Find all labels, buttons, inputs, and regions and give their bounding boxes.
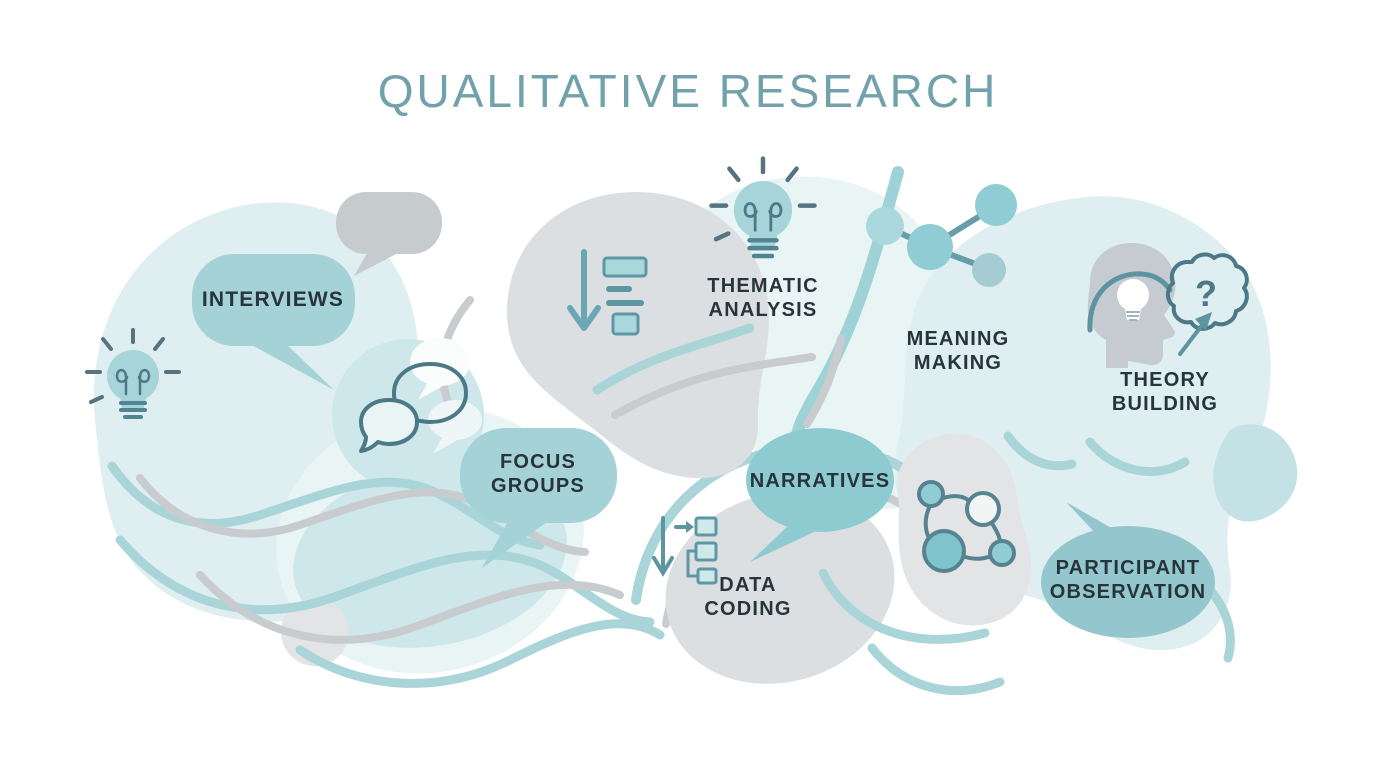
gray-speech-bubble xyxy=(336,192,442,276)
label-theory-building: THEORY BUILDING xyxy=(1111,369,1219,415)
label-focus-groups: FOCUS GROUPS xyxy=(491,451,585,497)
label-interviews: INTERVIEWS xyxy=(201,288,345,311)
label-thematic-analysis: THEMATIC ANALYSIS xyxy=(707,275,819,321)
participant-observation-bubble xyxy=(1041,502,1215,638)
label-narratives: NARRATIVES xyxy=(749,470,891,492)
sort-descending-icon xyxy=(567,249,648,336)
narratives-bubble xyxy=(746,428,894,562)
interviews-bubble xyxy=(192,254,355,390)
network-nodes-icon xyxy=(866,184,1017,287)
label-participant-observation: PARTICIPANT OBSERVATION xyxy=(1049,557,1207,603)
chat-bubbles-icon xyxy=(359,362,468,453)
page-title: QUALITATIVE RESEARCH xyxy=(377,65,999,117)
decorative-curves xyxy=(107,166,1235,696)
question-cloud-icon: ? xyxy=(1165,252,1249,356)
white-mini-bubbles xyxy=(410,338,482,454)
label-data-coding: DATA CODING xyxy=(704,574,792,620)
label-meaning-making: MEANING MAKING xyxy=(906,328,1010,374)
head-idea-icon xyxy=(1087,243,1176,368)
cluster-diagram-icon xyxy=(917,480,1016,573)
question-mark: ? xyxy=(1195,273,1217,314)
focus-groups-bubble xyxy=(460,428,617,568)
data-coding-icon xyxy=(652,516,718,585)
